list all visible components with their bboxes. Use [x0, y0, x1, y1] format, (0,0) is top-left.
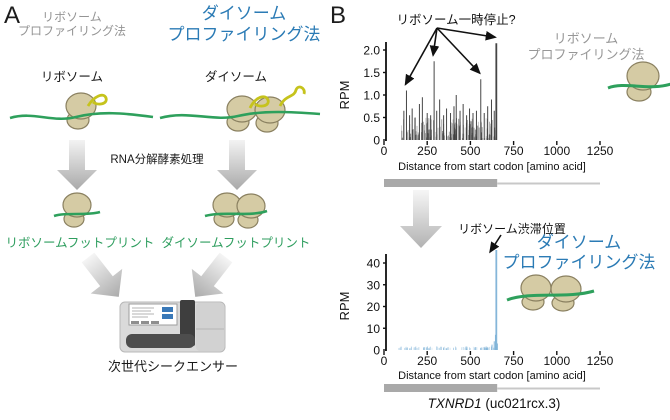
svg-text:1.5: 1.5 — [363, 66, 380, 80]
svg-text:750: 750 — [504, 144, 524, 158]
monosome-icon — [607, 61, 670, 102]
disome-method-line1: ダイソーム — [536, 233, 622, 252]
down-arrow-icon — [400, 190, 442, 248]
monosome-method-title: リボソーム プロファイリング法 — [510, 31, 662, 63]
gene-label: TXNRD1 (uc021rcx.3) — [378, 396, 610, 411]
sequencer-label: 次世代シークエンサー — [107, 359, 238, 374]
disome-label: ダイソーム — [204, 70, 268, 84]
svg-text:10: 10 — [367, 322, 381, 336]
svg-text:0: 0 — [373, 344, 380, 358]
diagonal-arrow-icon — [81, 252, 123, 297]
monosome-method-line2: プロファイリング法 — [527, 47, 645, 62]
mrna-fragment-line — [204, 209, 268, 218]
disome-method-title: ダイソーム プロファイリング法 — [488, 233, 670, 273]
ribosome-profiling-title-line1: リボソーム — [42, 10, 102, 24]
monosome-on-mrna-icon — [9, 92, 154, 130]
mrna-line — [9, 111, 154, 121]
disome-icon — [506, 274, 595, 312]
disome-footprint-label: ダイソームフットプリント — [161, 236, 311, 250]
cds-bar — [384, 179, 498, 187]
mrna-line — [506, 289, 595, 302]
svg-text:1.0: 1.0 — [363, 89, 380, 103]
nascent-peptide-icon — [248, 95, 270, 109]
disome-profiling-title-line1: ダイソーム — [201, 4, 287, 23]
monosome-label: リボソーム — [40, 70, 104, 84]
x-axis-label: Distance from start codon [amino acid] — [398, 161, 586, 173]
diagonal-arrow-icon — [191, 252, 233, 297]
svg-text:1250: 1250 — [587, 354, 614, 368]
svg-text:1000: 1000 — [543, 144, 570, 158]
x-axis-label: Distance from start codon [amino acid] — [398, 370, 586, 382]
stall-pointer-arrow — [489, 234, 502, 254]
svg-text:2.0: 2.0 — [363, 44, 380, 58]
pause-pointer-arrow — [429, 27, 440, 57]
svg-text:0: 0 — [381, 354, 388, 368]
disome-footprint-icon — [204, 192, 268, 229]
panel-a-label: A — [4, 2, 21, 29]
svg-text:20: 20 — [367, 300, 381, 314]
svg-text:0: 0 — [373, 134, 380, 148]
monosome-footprint-label: リボソームフットプリント — [5, 236, 155, 250]
pause-pointer-arrow — [404, 27, 438, 86]
disome-on-mrna-icon — [159, 85, 321, 133]
mrna-line — [607, 82, 670, 90]
disome-profiling-title-blue: ダイソーム プロファイリング法 — [166, 3, 322, 45]
rnase-treatment-label: RNA分解酵素処理 — [110, 154, 204, 166]
down-arrow-icon — [57, 140, 97, 190]
disome-method-line2: プロファイリング法 — [502, 253, 656, 272]
nascent-peptide-icon — [86, 93, 108, 107]
gene-accession: (uc021rcx.3) — [485, 396, 561, 411]
panel-b-label: B — [330, 2, 347, 29]
svg-text:500: 500 — [460, 144, 480, 158]
svg-text:0.5: 0.5 — [363, 111, 380, 125]
sequencer-tray — [126, 334, 195, 348]
sequencer-icon — [119, 300, 226, 353]
svg-text:1000: 1000 — [543, 354, 570, 368]
monosome-profile-chart: 0 0.5 1.0 1.5 2.0 0 250 500 750 1000 1250Distance … — [337, 27, 614, 187]
svg-text:250: 250 — [417, 144, 437, 158]
monosome-footprint-icon — [53, 192, 101, 228]
mrna-fragment-line — [53, 210, 101, 218]
svg-text:40: 40 — [367, 257, 381, 271]
y-axis-label: RPM — [337, 292, 352, 321]
ribosome-profiling-title-line2: プロファイリング法 — [18, 24, 127, 38]
svg-text:500: 500 — [460, 354, 480, 368]
mrna-line — [159, 110, 321, 120]
ribosome-pause-annotation: リボソーム一時停止? — [396, 13, 516, 27]
y-axis-label: RPM — [337, 81, 352, 110]
ribosome-profiling-title-gray: リボソーム プロファイリング法 — [18, 10, 126, 38]
pause-pointer-arrow — [436, 27, 481, 75]
utr-line — [497, 387, 600, 390]
pause-pointer-arrow — [436, 27, 497, 41]
ribosome-stall-annotation: リボソーム渋滞位置 — [458, 222, 566, 236]
monosome-method-line1: リボソーム — [553, 31, 619, 46]
svg-text:0: 0 — [381, 144, 388, 158]
cds-bar — [384, 384, 498, 392]
nascent-peptide-icon — [278, 85, 306, 107]
svg-text:1250: 1250 — [587, 144, 614, 158]
utr-line — [497, 182, 600, 185]
svg-text:30: 30 — [367, 278, 381, 292]
down-arrow-icon — [217, 140, 257, 190]
svg-text:250: 250 — [417, 354, 437, 368]
disome-profiling-title-line2: プロファイリング法 — [167, 25, 321, 44]
svg-text:750: 750 — [504, 354, 524, 368]
gene-name: TXNRD1 — [427, 396, 482, 411]
